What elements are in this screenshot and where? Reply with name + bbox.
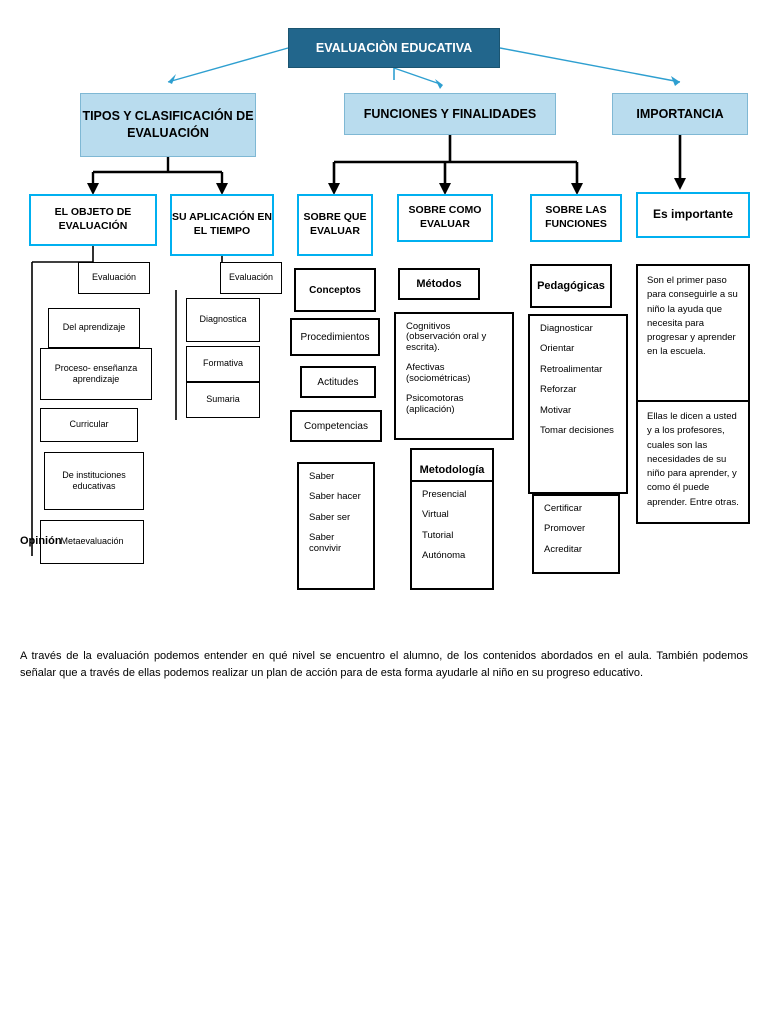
- metodologia-item-3: Autónoma: [422, 550, 466, 562]
- saber-item-3: Saber convivir: [309, 532, 342, 554]
- title-box: EVALUACIÒN EDUCATIVA: [288, 28, 500, 68]
- objeto-item-3: De instituciones educativas: [44, 452, 144, 510]
- aplicacion-item-0: Diagnostica: [186, 298, 260, 342]
- sobre-que-item-2: Competencias: [290, 410, 382, 442]
- branch-importancia: IMPORTANCIA: [612, 93, 748, 135]
- metodos-list: Cognitivos (observación oral y escrita).…: [394, 312, 514, 440]
- aplicacion-caption: Evaluación: [220, 262, 282, 294]
- objeto-item-4: Metaevaluación: [40, 520, 144, 564]
- sociales-item-1: Promover: [544, 523, 586, 535]
- metodos-item-1: Afectivas (sociométricas): [406, 362, 471, 384]
- branch-funciones: FUNCIONES Y FINALIDADES: [344, 93, 556, 135]
- pedagogicas-title: Pedagógicas: [530, 264, 612, 308]
- pedagogicas-item-3: Reforzar: [540, 384, 577, 396]
- sobre-que-item-0: Procedimientos: [290, 318, 380, 356]
- importancia-text-2: Ellas le dicen a usted y a los profesore…: [636, 400, 750, 524]
- aplicacion-item-2: Sumaria: [186, 382, 260, 418]
- subhead-sobre-que: SOBRE QUE EVALUAR: [297, 194, 373, 256]
- subhead-objeto: EL OBJETO DE EVALUACIÓN: [29, 194, 157, 246]
- subhead-aplicacion: SU APLICACIÓN EN EL TIEMPO: [170, 194, 274, 256]
- saber-item-0: Saber: [309, 471, 335, 482]
- metodos-item-0: Cognitivos (observación oral y escrita).: [406, 321, 487, 353]
- metodos-item-2: Psicomotoras (aplicación): [406, 393, 464, 415]
- subhead-sobre-las-funciones: SOBRE LAS FUNCIONES: [530, 194, 622, 242]
- sobre-que-saber-list: Saber Saber hacer Saber ser Saber conviv…: [297, 462, 375, 590]
- sobre-que-group1-title: Conceptos: [294, 268, 376, 312]
- opinion-label: Opinión: [20, 535, 62, 547]
- subhead-sobre-como: SOBRE COMO EVALUAR: [397, 194, 493, 242]
- saber-item-2: Saber ser: [309, 511, 351, 523]
- objeto-item-0: Del aprendizaje: [48, 308, 140, 348]
- sociales-list: Certificar Promover Acreditar: [532, 494, 620, 574]
- metodologia-item-0: Presencial: [422, 489, 467, 500]
- saber-item-1: Saber hacer: [309, 491, 361, 503]
- branch-tipos: TIPOS Y CLASIFICACIÓN DE EVALUACIÓN: [80, 93, 256, 157]
- sociales-item-2: Acreditar: [544, 543, 583, 555]
- sobre-que-item-1: Actitudes: [300, 366, 376, 398]
- pedagogicas-item-0: Diagnosticar: [540, 323, 593, 334]
- importancia-text-1: Son el primer paso para conseguirle a su…: [636, 264, 750, 416]
- metodos-title: Métodos: [398, 268, 480, 300]
- metodologia-item-2: Tutorial: [422, 529, 454, 541]
- pedagogicas-item-4: Motivar: [540, 404, 572, 416]
- objeto-caption: Evaluación: [78, 262, 150, 294]
- pedagogicas-item-1: Orientar: [540, 343, 575, 355]
- sociales-item-0: Certificar: [544, 503, 583, 514]
- summary-paragraph: A través de la evaluación podemos entend…: [20, 650, 748, 680]
- subhead-es-importante: Es importante: [636, 192, 750, 238]
- objeto-item-1: Proceso- enseñanza aprendizaje: [40, 348, 152, 400]
- pedagogicas-item-5: Tomar decisiones: [540, 425, 614, 437]
- aplicacion-item-1: Formativa: [186, 346, 260, 382]
- pedagogicas-item-2: Retroalimentar: [540, 363, 603, 375]
- pedagogicas-list: Diagnosticar Orientar Retroalimentar Ref…: [528, 314, 628, 494]
- objeto-item-2: Curricular: [40, 408, 138, 442]
- metodologia-item-1: Virtual: [422, 509, 449, 521]
- metodologia-list: Presencial Virtual Tutorial Autónoma: [410, 480, 494, 590]
